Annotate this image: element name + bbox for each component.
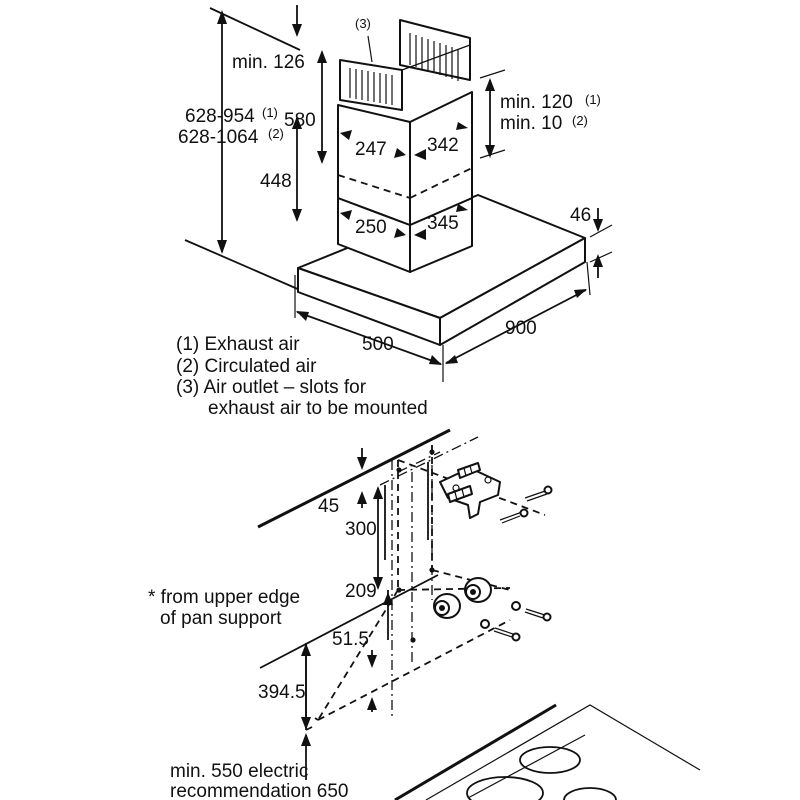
note-min-550: min. 550 electric [170, 761, 308, 782]
dim-total-exhaust: 628-954 [185, 106, 255, 127]
legend-item-exhaust: (1) Exhaust air [176, 334, 300, 355]
note-recommendation: recommendation 650 [170, 781, 349, 800]
callout-leader [367, 35, 373, 63]
dim-209: 209 [345, 581, 377, 602]
dim-900: 900 [505, 318, 537, 339]
chimney-upper [337, 91, 473, 226]
dim-500: 500 [362, 334, 394, 355]
dimension-lines [217, 5, 613, 382]
dowel-lower-1 [464, 577, 492, 603]
dim-min-120: min. 120 [500, 92, 573, 113]
dim-min-10: min. 10 [500, 113, 562, 134]
cooktop-burner-1 [466, 776, 544, 800]
dim-342: 342 [427, 135, 459, 156]
note-pan-support-line2: of pan support [160, 608, 282, 629]
dim-total-circulated: 628-1064 [178, 127, 259, 148]
legend-item-air-outlet-cont: exhaust air to be mounted [208, 398, 428, 419]
cooktop-burner-3 [563, 787, 617, 800]
dim-min-120-note: (1) [585, 92, 601, 107]
air-outlet-slots [339, 19, 471, 111]
wall-plug-top-1 [457, 462, 481, 479]
dim-394-5: 394.5 [258, 682, 306, 703]
ceiling-line [184, 239, 301, 291]
dim-51-5: 51.5 [332, 629, 369, 650]
washer-screw-lower-1 [511, 601, 552, 622]
dim-345: 345 [427, 213, 459, 234]
dim-580: 580 [284, 110, 316, 131]
dim-46: 46 [570, 205, 591, 226]
washer-screw-lower-2 [480, 619, 521, 642]
dim-45: 45 [318, 496, 339, 517]
screw-top-2 [499, 508, 529, 524]
dim-total-circulated-note: (2) [268, 126, 284, 141]
dim-247: 247 [355, 139, 387, 160]
dim-300: 300 [345, 519, 377, 540]
slot-lines-right [409, 33, 459, 81]
dim-min-10-note: (2) [572, 113, 588, 128]
legend-item-circulated: (2) Circulated air [176, 356, 317, 377]
dim-total-exhaust-note: (1) [262, 105, 278, 120]
mounting-drawing: 45 300 209 51.5 394.5 * from upper edge … [148, 428, 701, 800]
screw-top-1 [524, 485, 553, 502]
cooktop-burner-2 [519, 746, 581, 774]
wall-plug-top-2 [447, 485, 473, 503]
mounting-dimension-lines [301, 448, 393, 780]
slot-lines-left [349, 68, 393, 105]
dowel-lower-2 [433, 593, 461, 619]
ceiling-wall-line [257, 428, 451, 529]
cooktop [394, 703, 701, 800]
legend: (1) Exhaust air (2) Circulated air (3) A… [176, 334, 428, 419]
legend-item-air-outlet: (3) Air outlet – slots for [176, 377, 367, 398]
note-pan-support-line1: * from upper edge [148, 587, 300, 608]
dim-min-126: min. 126 [232, 52, 305, 73]
dim-448: 448 [260, 171, 292, 192]
dim-250: 250 [355, 217, 387, 238]
hood-drawing: 628-954 (1) 628-1064 (2) min. 126 580 44… [178, 5, 613, 382]
callout-3: (3) [355, 16, 371, 31]
